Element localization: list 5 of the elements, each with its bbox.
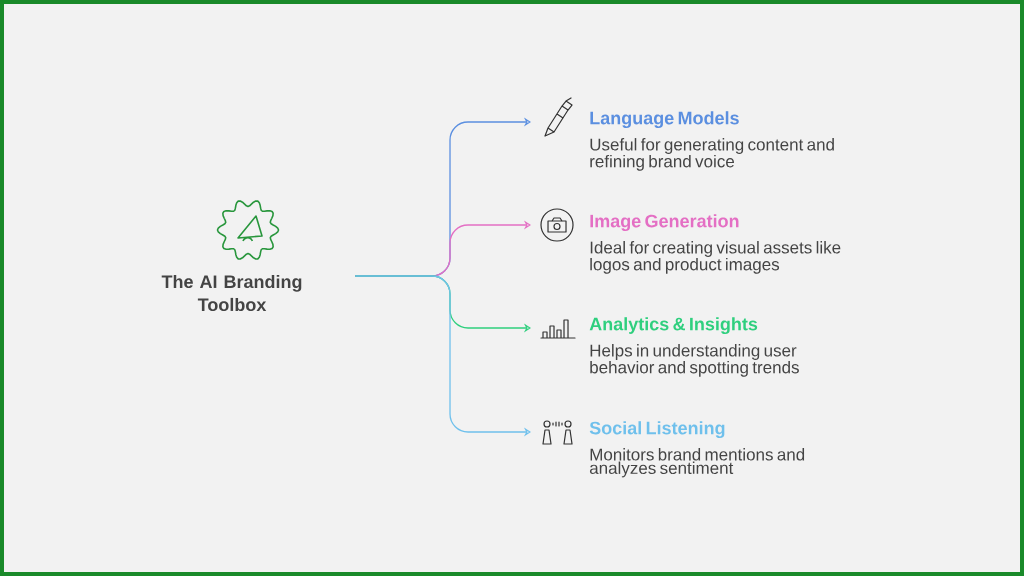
title-text: The AI Branding Toolbox [161, 274, 302, 312]
item-text: Language Models Useful for generating content and refining brand voice [590, 111, 834, 171]
item-text: Social Listening Monitors brand mentions and analyzes sentiment [589, 421, 805, 478]
item-text: Image Generation Ideal for creating visual assets like logos and product images [590, 214, 841, 274]
item-text: Analytics & Insights Helps in understanding user behavior and spotting trends [589, 317, 799, 377]
